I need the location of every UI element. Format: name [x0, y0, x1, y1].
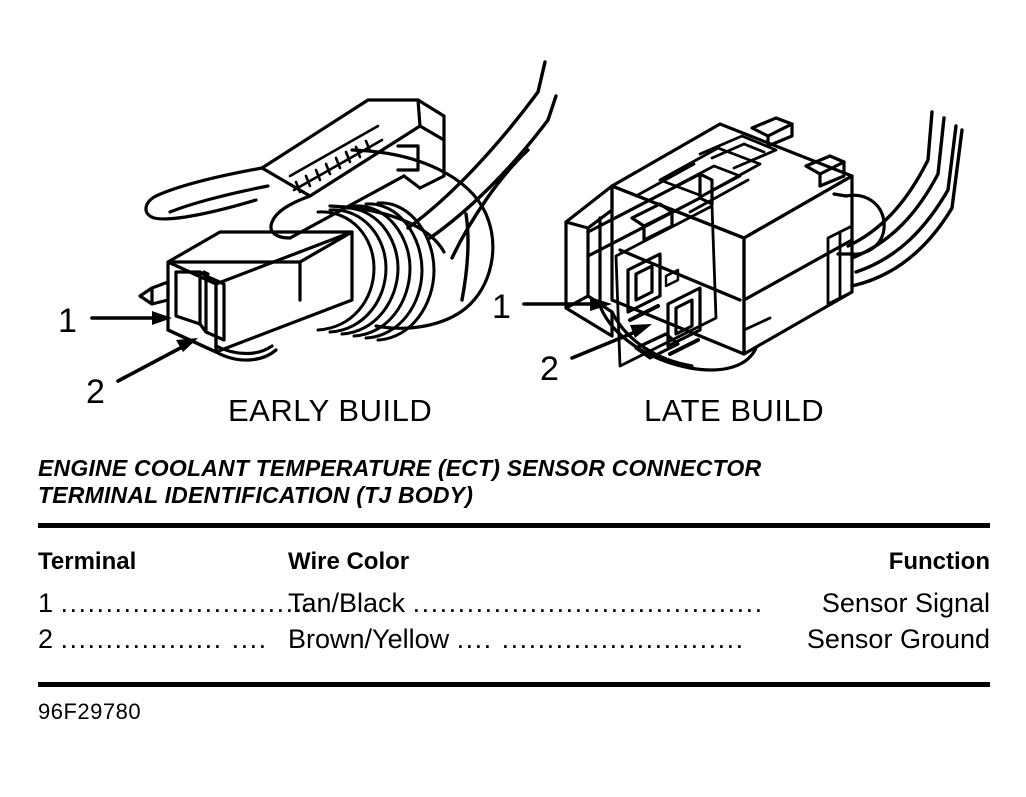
- late-callout-2-label: 2: [540, 350, 559, 388]
- cell-wire-color: Tan/Black ..............................…: [288, 588, 762, 624]
- early-locking-lever: [144, 98, 446, 240]
- terminal-table: Terminal Wire Color Function 1 .........…: [38, 548, 990, 660]
- late-wire-bundle: [846, 110, 964, 288]
- leader-dots-terminal: ............................: [60, 588, 313, 618]
- column-header-terminal: Terminal: [38, 548, 137, 575]
- wire-color-value: Tan/Black: [288, 588, 406, 618]
- column-header-function: Function: [888, 548, 990, 575]
- terminal-number-value: 1: [38, 588, 54, 618]
- terminal-number-value: 2: [38, 624, 54, 654]
- column-header-wire-color: Wire Color: [288, 548, 410, 575]
- figure-title: ENGINE COOLANT TEMPERATURE (ECT) SENSOR …: [38, 455, 988, 509]
- late-connector-housing: [610, 122, 854, 356]
- table-header-row: Terminal Wire Color Function: [38, 548, 990, 588]
- cell-function: Sensor Signal: [708, 588, 990, 624]
- wire-color-value: Brown/Yellow: [288, 624, 450, 654]
- terminal-identification-table: Terminal Wire Color Function 1 .........…: [38, 548, 990, 660]
- cell-function: Sensor Ground: [708, 624, 990, 660]
- connector-diagram-svg: 1 2 1 2: [58, 60, 964, 411]
- leader-dots-function: .......................................: [412, 588, 764, 618]
- table-row: 1 ............................ Tan/Black…: [38, 588, 990, 624]
- late-build-connector: [522, 110, 964, 372]
- early-callout-1-label: 1: [58, 302, 77, 340]
- figure-title-line-2: TERMINAL IDENTIFICATION (TJ BODY): [38, 482, 474, 508]
- cell-wire-color: Brown/Yellow .... ......................…: [288, 624, 743, 660]
- late-terminal-face: [614, 204, 718, 368]
- leader-dots-function: .... ...........................: [456, 624, 745, 654]
- late-side-lock: [742, 224, 854, 332]
- function-value: Sensor Signal: [821, 588, 990, 618]
- early-callout-2-label: 2: [86, 373, 105, 411]
- late-build-caption: LATE BUILD: [644, 393, 825, 428]
- leader-dots-terminal: .................. ....: [60, 624, 268, 654]
- title-divider-rule: [38, 523, 990, 528]
- early-callout-2: [116, 338, 198, 383]
- late-callout-1-label: 1: [492, 288, 511, 326]
- cell-terminal-number: 2 .................. ....: [38, 624, 288, 660]
- figure-reference-number: 96F29780: [38, 699, 142, 724]
- late-top-tab: [750, 116, 846, 188]
- early-strain-relief-ribs: [316, 201, 436, 342]
- cell-terminal-number: 1 ............................: [38, 588, 311, 624]
- late-callout-1: [522, 297, 612, 311]
- early-connector-body: [166, 230, 354, 354]
- figure-title-line-1: ENGINE COOLANT TEMPERATURE (ECT) SENSOR …: [38, 455, 762, 481]
- early-terminal-face: [174, 270, 226, 342]
- late-callout-2: [570, 324, 652, 360]
- connector-illustration: 1 2 1 2 EARLY BUILD LATE BUILD: [58, 60, 964, 428]
- function-value: Sensor Ground: [806, 624, 990, 654]
- early-side-latch: [138, 280, 278, 362]
- early-callout-1: [90, 311, 172, 325]
- table-row: 2 .................. .... Brown/Yellow .…: [38, 624, 990, 660]
- early-wire-bundle: [406, 60, 558, 302]
- table-bottom-rule: [38, 682, 990, 687]
- early-build-connector: [90, 60, 558, 383]
- callout-numerals: 1 2 1 2: [58, 288, 559, 411]
- early-lever-serrations: [288, 124, 384, 194]
- early-build-caption: EARLY BUILD: [228, 393, 433, 428]
